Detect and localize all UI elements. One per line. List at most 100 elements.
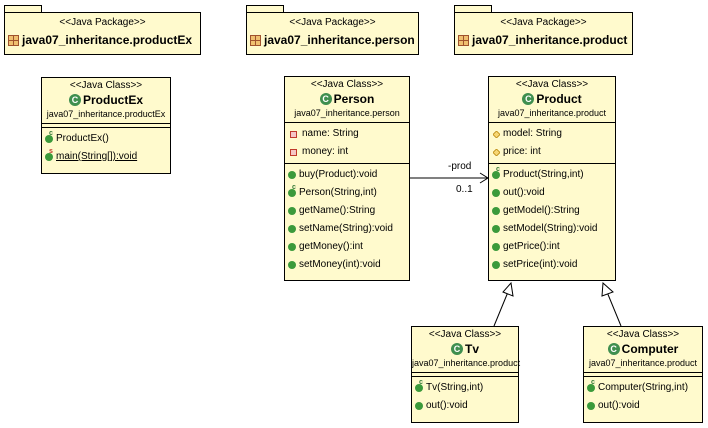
method-row[interactable]: getModel():String bbox=[492, 202, 615, 220]
private-field-icon bbox=[290, 148, 297, 156]
fields-section: name: String money: int bbox=[285, 123, 409, 164]
public-method-icon bbox=[288, 225, 296, 233]
public-method-icon bbox=[415, 402, 423, 410]
method-label: ProductEx() bbox=[56, 133, 109, 144]
constructor-icon: c bbox=[45, 130, 53, 143]
method-label: Person(String,int) bbox=[299, 187, 377, 198]
constructor-icon: c bbox=[288, 184, 296, 197]
package-tab bbox=[4, 5, 42, 13]
class-name: Product bbox=[536, 92, 582, 106]
public-method-icon bbox=[492, 189, 500, 197]
class-icon: C bbox=[319, 93, 332, 105]
class-name: ProductEx bbox=[82, 93, 143, 107]
generalization-computer-product[interactable] bbox=[601, 281, 622, 327]
package-icon bbox=[458, 34, 469, 46]
field-row[interactable]: model: String bbox=[492, 125, 615, 143]
public-method-icon bbox=[288, 207, 296, 215]
public-method-icon bbox=[288, 243, 296, 251]
class-package: java07_inheritance.product bbox=[497, 108, 607, 118]
package-tab bbox=[454, 5, 492, 13]
fields-section: model: String price: int bbox=[489, 123, 615, 164]
method-row[interactable]: getPrice():int bbox=[492, 238, 615, 256]
method-row[interactable]: buy(Product):void bbox=[288, 166, 409, 184]
class-name: Person bbox=[333, 92, 375, 106]
method-label: setMoney(int):void bbox=[299, 259, 381, 270]
package-icon bbox=[250, 34, 261, 46]
method-row[interactable]: setPrice(int):void bbox=[492, 256, 615, 274]
package-person[interactable]: <<Java Package>> java07_inheritance.pers… bbox=[246, 5, 419, 55]
package-name: java07_inheritance.productEx bbox=[22, 33, 193, 47]
method-label: Product(String,int) bbox=[503, 169, 584, 180]
method-label: buy(Product):void bbox=[299, 169, 378, 180]
method-row[interactable]: out():void bbox=[587, 397, 702, 415]
method-row[interactable]: getName():String bbox=[288, 202, 409, 220]
method-row[interactable]: setMoney(int):void bbox=[288, 256, 409, 274]
fields-section bbox=[584, 373, 702, 377]
protected-field-icon bbox=[493, 130, 500, 138]
class-package: java07_inheritance.productEx bbox=[46, 109, 166, 119]
public-method-icon bbox=[288, 171, 296, 179]
package-stereotype: <<Java Package>> bbox=[500, 17, 587, 28]
package-body: <<Java Package>> java07_inheritance.pers… bbox=[246, 12, 419, 55]
field-row[interactable]: price: int bbox=[492, 143, 615, 161]
method-row[interactable]: setName(String):void bbox=[288, 220, 409, 238]
generalization-tv-product[interactable] bbox=[493, 281, 514, 327]
class-name: Tv bbox=[464, 342, 479, 356]
class-stereotype: <<Java Class>> bbox=[606, 329, 680, 340]
package-body: <<Java Package>> java07_inheritance.prod… bbox=[454, 12, 633, 55]
method-label: out():void bbox=[503, 187, 545, 198]
method-label: getMoney():int bbox=[299, 241, 363, 252]
fields-section bbox=[412, 373, 518, 377]
package-name: java07_inheritance.product bbox=[472, 33, 628, 47]
public-method-icon bbox=[587, 402, 595, 410]
package-stereotype: <<Java Package>> bbox=[59, 17, 146, 28]
method-row[interactable]: setModel(String):void bbox=[492, 220, 615, 238]
field-row[interactable]: name: String bbox=[288, 125, 409, 143]
method-row[interactable]: out():void bbox=[492, 184, 615, 202]
method-label: setName(String):void bbox=[299, 223, 393, 234]
package-productex[interactable]: <<Java Package>> java07_inheritance.prod… bbox=[4, 5, 201, 55]
public-method-icon bbox=[492, 261, 500, 269]
class-stereotype: <<Java Class>> bbox=[310, 79, 384, 90]
class-package: java07_inheritance.product bbox=[588, 358, 698, 368]
class-package: java07_inheritance.person bbox=[294, 108, 400, 118]
class-icon: C bbox=[68, 94, 81, 106]
method-label: setPrice(int):void bbox=[503, 259, 578, 270]
fields-section bbox=[42, 124, 170, 128]
method-row[interactable]: out():void bbox=[415, 397, 518, 415]
class-stereotype: <<Java Class>> bbox=[428, 329, 502, 340]
association-role-label: -prod bbox=[448, 161, 472, 172]
field-label: model: String bbox=[503, 128, 562, 139]
constructor-icon: c bbox=[587, 379, 595, 392]
public-method-icon bbox=[492, 243, 500, 251]
association-person-product[interactable] bbox=[410, 172, 489, 184]
method-row[interactable]: getMoney():int bbox=[288, 238, 409, 256]
association-multiplicity-label: 0..1 bbox=[456, 184, 473, 195]
method-label: getModel():String bbox=[503, 205, 580, 216]
package-product[interactable]: <<Java Package>> java07_inheritance.prod… bbox=[454, 5, 633, 55]
public-method-icon bbox=[288, 261, 296, 269]
protected-field-icon bbox=[493, 148, 500, 156]
class-stereotype: <<Java Class>> bbox=[69, 80, 143, 91]
field-row[interactable]: money: int bbox=[288, 143, 409, 161]
package-stereotype: <<Java Package>> bbox=[289, 17, 376, 28]
public-method-icon bbox=[492, 207, 500, 215]
